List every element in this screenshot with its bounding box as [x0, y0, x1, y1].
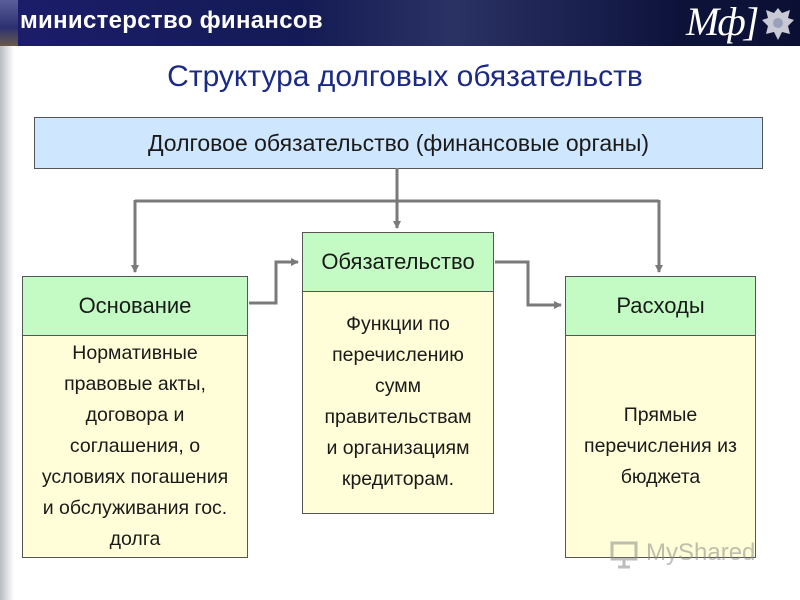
header-bar: министерство финансов Мф]: [0, 0, 800, 46]
obligation-description: Функции по перечислению сумм правительст…: [324, 313, 472, 490]
watermark: MyShared: [608, 537, 768, 571]
arrow-middle-to-right: [495, 260, 562, 309]
basis-card: Основание Нормативные правовые акты, дог…: [22, 276, 248, 558]
watermark-text: MyShared: [646, 539, 756, 566]
obligation-card: Обязательство Функции по перечислению су…: [302, 232, 494, 514]
page-title: Структура долговых обязательств: [167, 60, 643, 93]
debt-obligation-box: Долговое обязательство (финансовые орган…: [34, 117, 763, 169]
arrow-left-to-middle: [249, 258, 299, 305]
eagle-emblem-icon: [762, 8, 794, 40]
basis-description: Нормативные правовые акты, договора и со…: [41, 341, 229, 550]
expenses-card: Расходы Прямые перечисления из бюджета: [565, 276, 756, 558]
obligation-heading: Обязательство: [303, 233, 493, 292]
header-decoration: [300, 0, 680, 46]
header-photo: [0, 0, 18, 46]
ministry-name: министерство финансов: [20, 7, 323, 34]
basis-heading: Основание: [23, 277, 247, 336]
logo-box: [680, 0, 758, 46]
presentation-icon: [610, 541, 638, 569]
expenses-description: Прямые перечисления из бюджета: [584, 403, 737, 488]
expenses-heading: Расходы: [566, 277, 755, 336]
ministry-logo: Мф]: [686, 0, 759, 44]
side-shade: [0, 46, 14, 600]
